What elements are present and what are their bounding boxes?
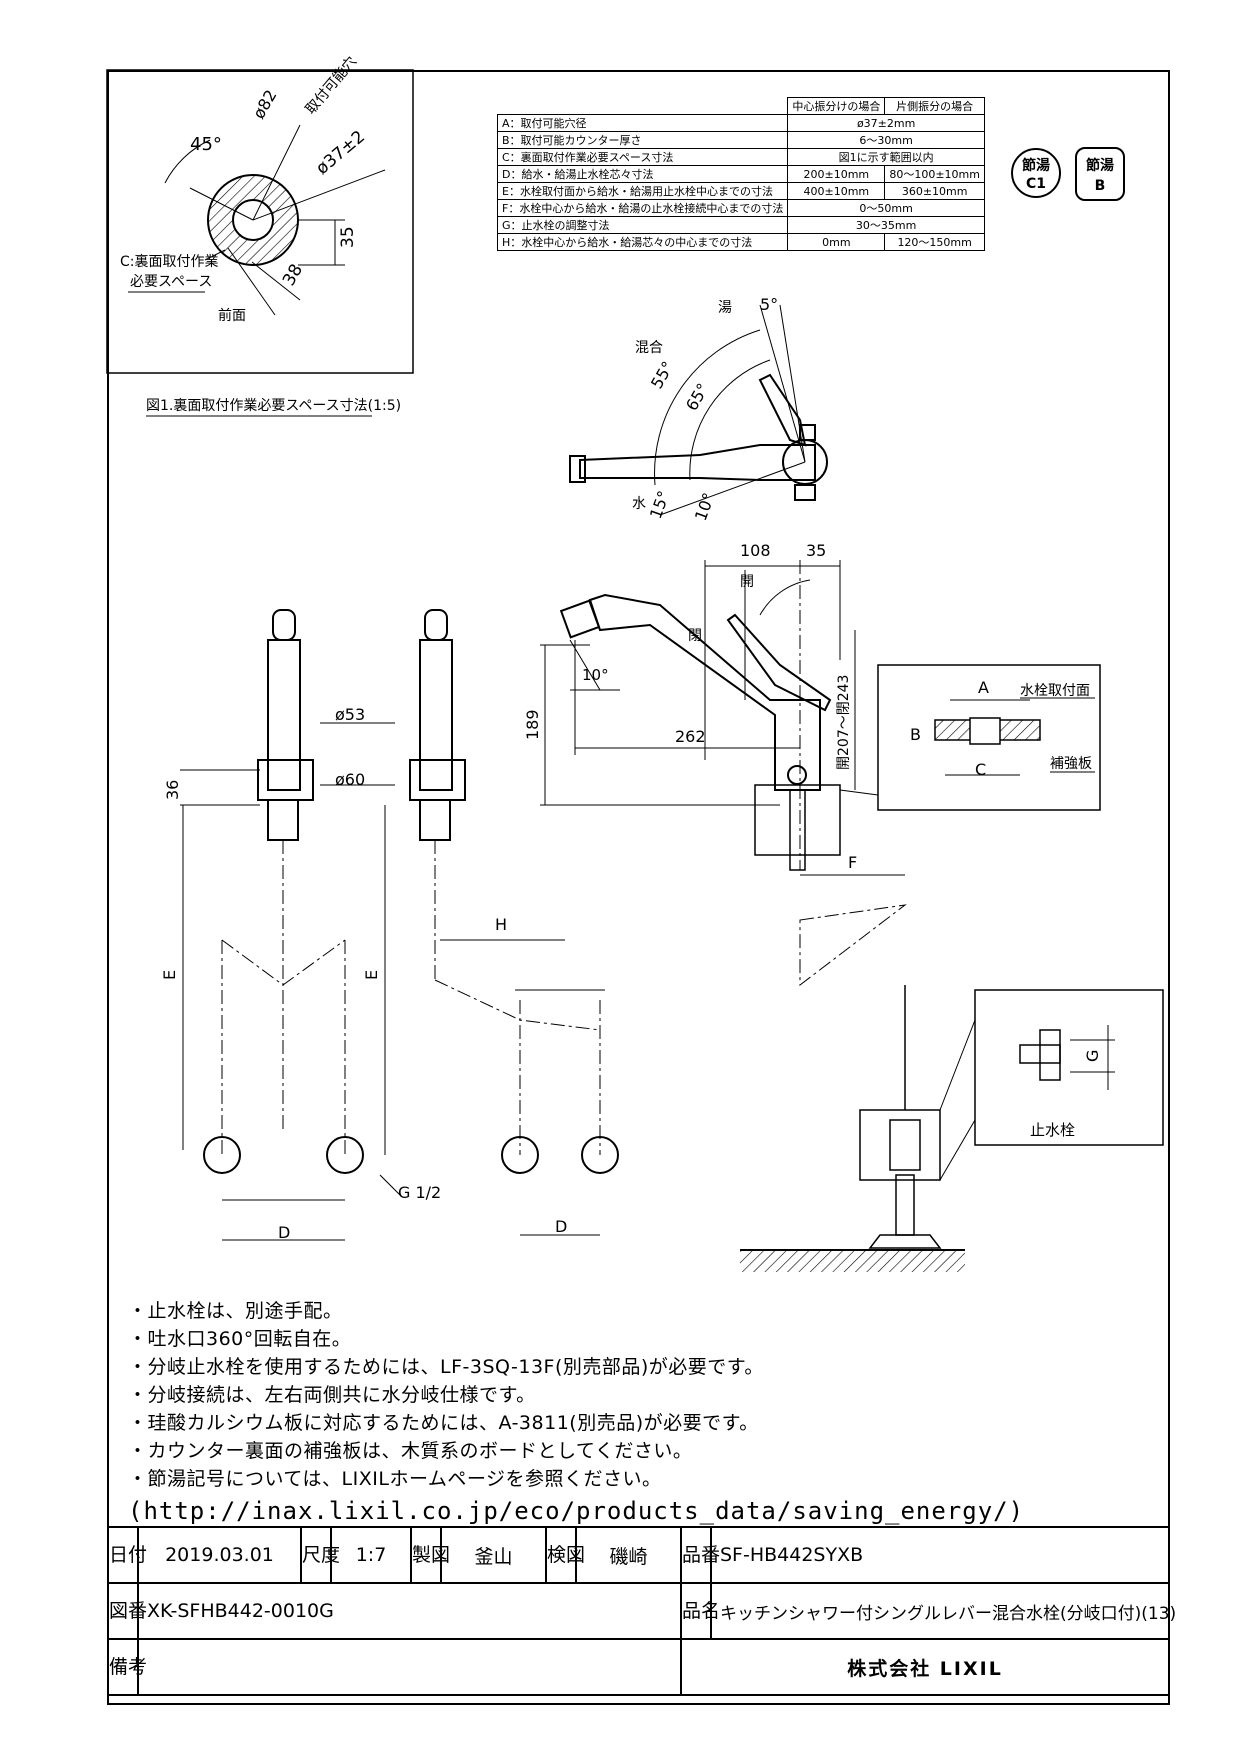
stop-valve-detail: G 止水栓	[740, 985, 1164, 1272]
svg-text:ø60: ø60	[335, 770, 365, 789]
spec-row-value: 80～100±10mm	[884, 165, 985, 183]
svg-text:湯: 湯	[718, 299, 732, 316]
spec-row-label: H：水栓中心から給水・給湯芯々の中心までの寸法	[496, 233, 789, 251]
spec-row-value: 400±10mm	[787, 182, 886, 200]
drawing-frame	[107, 70, 1170, 1705]
svg-text:ø53: ø53	[335, 705, 365, 724]
spec-row-value: 200±10mm	[787, 165, 886, 183]
spec-row-value: 360±10mm	[884, 182, 985, 200]
date-label: 日付	[107, 1526, 147, 1584]
svg-text:36: 36	[163, 780, 182, 800]
company-name: 株式会社 LIXIL	[680, 1638, 1170, 1696]
product-name-label: 品名	[680, 1582, 720, 1640]
figure1: 45° ø82 取付可能穴 ø37±2 35 38 C:裏面取付作業 必要スペー…	[106, 54, 414, 417]
svg-text:節湯: 節湯	[1022, 157, 1050, 174]
svg-text:5°: 5°	[760, 295, 778, 314]
svg-text:閉: 閉	[688, 628, 702, 644]
svg-text:B: B	[1095, 178, 1106, 194]
svg-text:262: 262	[675, 727, 706, 746]
note-line: ・吐水口360°回転自在。	[128, 1328, 352, 1350]
svg-text:ø37±2: ø37±2	[312, 127, 369, 179]
svg-text:図1.裏面取付作業必要スペース寸法(1:5): 図1.裏面取付作業必要スペース寸法(1:5)	[146, 397, 401, 414]
part-no-value: SF-HB442SYXB	[710, 1526, 1170, 1584]
svg-text:補強板: 補強板	[1050, 756, 1092, 772]
remarks-value	[137, 1638, 682, 1696]
svg-text:取付可能穴: 取付可能穴	[303, 54, 360, 118]
side-view: 108 35 開 閉 10° 189 262 開207～閉243 A B C 水…	[523, 541, 1101, 987]
front-views: ø53 ø60 36 E D H E	[160, 609, 619, 1242]
svg-text:10°: 10°	[582, 666, 609, 684]
svg-text:水: 水	[632, 496, 646, 512]
spec-header-side: 片側振分の場合	[884, 97, 985, 115]
drawing-no-label: 図番	[107, 1582, 147, 1640]
svg-text:C:裏面取付作業: C:裏面取付作業	[120, 253, 219, 270]
svg-text:E: E	[160, 970, 179, 980]
title-block: 日付 2019.03.01 尺度 1:7 製図 釜山 検図 磯崎 品番 SF-H…	[107, 1526, 1176, 1696]
svg-text:B: B	[910, 725, 921, 744]
part-no-label: 品番	[680, 1526, 720, 1584]
svg-text:G: G	[1083, 1050, 1102, 1062]
checked-label: 検図	[545, 1526, 585, 1584]
saving-badge-c1: 節湯 C1	[1011, 148, 1061, 198]
spec-row-value: 0mm	[787, 233, 886, 251]
svg-text:45°: 45°	[190, 134, 222, 155]
svg-text:節湯: 節湯	[1086, 157, 1114, 174]
spec-row-value: 120～150mm	[884, 233, 985, 251]
scale-value: 1:7	[330, 1526, 412, 1584]
spec-row-label: B：取付可能カウンター厚さ	[496, 131, 789, 149]
note-line: ・カウンター裏面の補強板は、木質系のボードとしてください。	[128, 1440, 693, 1462]
svg-text:189: 189	[523, 709, 542, 740]
product-name-value: キッチンシャワー付シングルレバー混合水栓(分岐口付)(13)	[710, 1582, 1176, 1640]
note-line: ・止水栓は、別途手配。	[128, 1300, 343, 1322]
svg-text:D: D	[278, 1223, 290, 1242]
svg-text:55°: 55°	[647, 358, 678, 392]
svg-text:15°: 15°	[646, 488, 674, 521]
scale-label: 尺度	[300, 1526, 340, 1584]
svg-text:混合: 混合	[635, 340, 663, 356]
svg-text:水栓取付面: 水栓取付面	[1020, 683, 1090, 699]
svg-text:35: 35	[338, 226, 358, 248]
svg-text:必要スペース: 必要スペース	[130, 274, 212, 290]
front-view-right: H E D G 1/2	[362, 609, 619, 1236]
note-line: ・分岐止水栓を使用するためには、LF-3SQ-13F(別売部品)が必要です。	[128, 1356, 764, 1378]
svg-text:35: 35	[806, 541, 826, 560]
svg-text:108: 108	[740, 541, 771, 560]
drawn-label: 製図	[410, 1526, 450, 1584]
svg-text:D: D	[555, 1217, 567, 1236]
checked-value: 磯崎	[575, 1526, 682, 1584]
spec-row-value: 30～35mm	[787, 216, 985, 234]
svg-text:A: A	[978, 678, 989, 697]
note-line: ・節湯記号については、LIXILホームページを参照ください。	[128, 1468, 662, 1490]
svg-text:C1: C1	[1026, 176, 1046, 192]
date-value: 2019.03.01	[137, 1526, 302, 1584]
svg-text:前面: 前面	[218, 307, 246, 324]
reference-url: (http://inax.lixil.co.jp/eco/products_da…	[128, 1497, 1025, 1525]
svg-text:E: E	[362, 970, 381, 980]
note-line: ・分岐接続は、左右両側共に水分岐仕様です。	[128, 1384, 536, 1406]
svg-text:開: 開	[740, 574, 754, 590]
saving-badge-b: 節湯 B	[1075, 147, 1125, 201]
svg-text:C: C	[975, 760, 986, 779]
svg-text:ø82: ø82	[249, 86, 281, 122]
spec-row-label: F：水栓中心から給水・給湯の止水栓接続中心までの寸法	[496, 199, 789, 217]
top-view: 湯 5° 混合 55° 65° 水 15° 10°	[569, 295, 828, 523]
svg-text:G 1/2: G 1/2	[398, 1183, 441, 1202]
drawn-value: 釜山	[440, 1526, 547, 1584]
note-line: ・珪酸カルシウム板に対応するためには、A-3811(別売品)が必要です。	[128, 1412, 759, 1434]
svg-text:H: H	[495, 915, 507, 934]
remarks-label: 備考	[107, 1638, 147, 1696]
svg-text:止水栓: 止水栓	[1030, 1121, 1075, 1139]
svg-text:F: F	[848, 853, 857, 872]
front-view-left: ø53 ø60 36 E D	[160, 609, 395, 1242]
svg-text:開207～閉243: 開207～閉243	[836, 675, 852, 770]
drawing-no-value: XK-SFHB442-0010G	[137, 1582, 682, 1640]
